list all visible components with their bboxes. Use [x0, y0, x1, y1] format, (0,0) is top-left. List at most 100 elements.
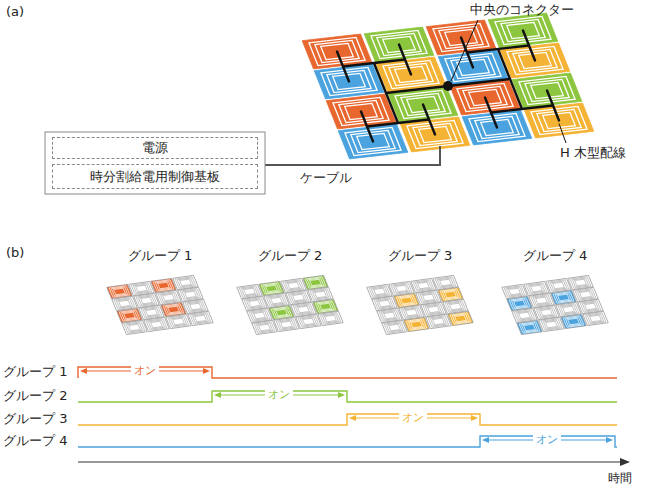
coil-winding: [320, 313, 341, 324]
coil-tile: [556, 302, 581, 316]
coil-winding: [170, 317, 186, 326]
coil-winding: [158, 282, 170, 289]
coil-tile: [313, 299, 338, 313]
coil-grid: [107, 275, 213, 334]
coil-grid: [237, 275, 343, 334]
coil-winding: [528, 284, 544, 293]
panel-letter: (a): [6, 4, 24, 20]
coil-tile: [161, 302, 186, 316]
coil-tile: [281, 278, 306, 292]
coil-winding: [398, 296, 414, 305]
coil-winding: [369, 286, 390, 297]
coil-winding: [293, 294, 305, 301]
coil-winding: [536, 297, 548, 304]
coil-winding: [268, 296, 284, 305]
coil-winding: [151, 321, 163, 328]
coil-tile: [112, 296, 137, 310]
coil-winding: [290, 293, 306, 302]
coil-winding: [506, 287, 522, 296]
axis-label: 時間: [608, 470, 632, 486]
coil-tile: [394, 293, 419, 307]
coil-winding: [182, 290, 198, 299]
coil-tile: [524, 281, 549, 295]
coil-tile: [242, 296, 267, 310]
coil-winding: [413, 280, 434, 291]
coil-winding: [160, 293, 176, 302]
group-heading: グループ 3: [388, 248, 452, 264]
coil-winding: [445, 291, 457, 298]
coil-winding: [111, 287, 127, 296]
coil-winding: [251, 311, 267, 320]
coil-winding: [396, 295, 417, 306]
coil-winding: [524, 324, 536, 331]
coil-winding: [271, 307, 292, 318]
row-label: グループ 3: [3, 411, 67, 427]
coil-winding: [415, 281, 431, 290]
coil-winding: [195, 315, 207, 322]
coil-winding: [185, 301, 206, 312]
coil-winding: [541, 319, 562, 330]
coil-tile: [573, 287, 598, 301]
coil-winding: [568, 318, 580, 325]
coil-winding: [148, 320, 164, 329]
coil-tile: [274, 317, 299, 331]
coil-tile: [512, 308, 537, 322]
coil-winding: [455, 315, 467, 322]
coil-winding: [531, 285, 543, 292]
coil-winding: [298, 306, 310, 313]
coil-winding: [575, 279, 587, 286]
arrow-head: [203, 368, 210, 374]
group-heading: グループ 4: [523, 248, 587, 264]
coil-winding: [146, 309, 158, 316]
coil-tile: [166, 314, 191, 328]
coil-winding: [442, 290, 458, 299]
coil-winding: [450, 313, 471, 324]
time-axis: [78, 461, 622, 462]
coil-winding: [504, 286, 525, 297]
coil-winding: [590, 315, 602, 322]
coil-winding: [403, 308, 419, 317]
coil-winding: [536, 307, 557, 318]
coil-winding: [173, 318, 185, 325]
dashed-box: 時分割給電用制御基板: [52, 164, 258, 189]
coil-winding: [283, 280, 304, 291]
coil-winding: [165, 305, 181, 314]
coil-winding: [374, 298, 395, 309]
coil-winding: [303, 318, 315, 325]
coil-tile: [237, 284, 262, 298]
coil-tile: [367, 284, 392, 298]
coil-tile: [377, 308, 402, 322]
coil-winding: [266, 295, 287, 306]
coil-tile: [561, 314, 586, 328]
coil-winding: [563, 316, 584, 327]
coil-tile: [411, 278, 436, 292]
coil-winding: [452, 314, 468, 323]
coil-tile: [129, 281, 154, 295]
coil-tile: [122, 320, 147, 334]
coil-winding: [582, 302, 598, 311]
coil-winding: [276, 319, 297, 330]
coil-winding: [254, 312, 266, 319]
coil-winding: [401, 307, 422, 318]
coil-winding: [244, 288, 256, 295]
coil-winding: [585, 303, 597, 310]
cable-label: ケーブル: [300, 170, 352, 186]
coil-tile: [178, 287, 203, 301]
timing-line: [78, 414, 617, 425]
panel-letter: (b): [6, 245, 24, 261]
coil-winding: [317, 302, 333, 311]
coil-winding: [420, 293, 436, 302]
coil-winding: [256, 323, 272, 332]
coil-winding: [585, 313, 606, 324]
arrow-head: [349, 415, 356, 421]
coil-tile: [426, 314, 451, 328]
coil-winding: [249, 310, 270, 321]
row-label: グループ 2: [3, 388, 67, 404]
coil-tile: [568, 275, 593, 289]
coil-winding: [531, 295, 552, 306]
on-label: オン: [533, 434, 561, 446]
coil-winding: [141, 307, 162, 318]
coil-winding: [119, 300, 131, 307]
coil-winding: [423, 294, 435, 301]
coil-winding: [411, 321, 423, 328]
